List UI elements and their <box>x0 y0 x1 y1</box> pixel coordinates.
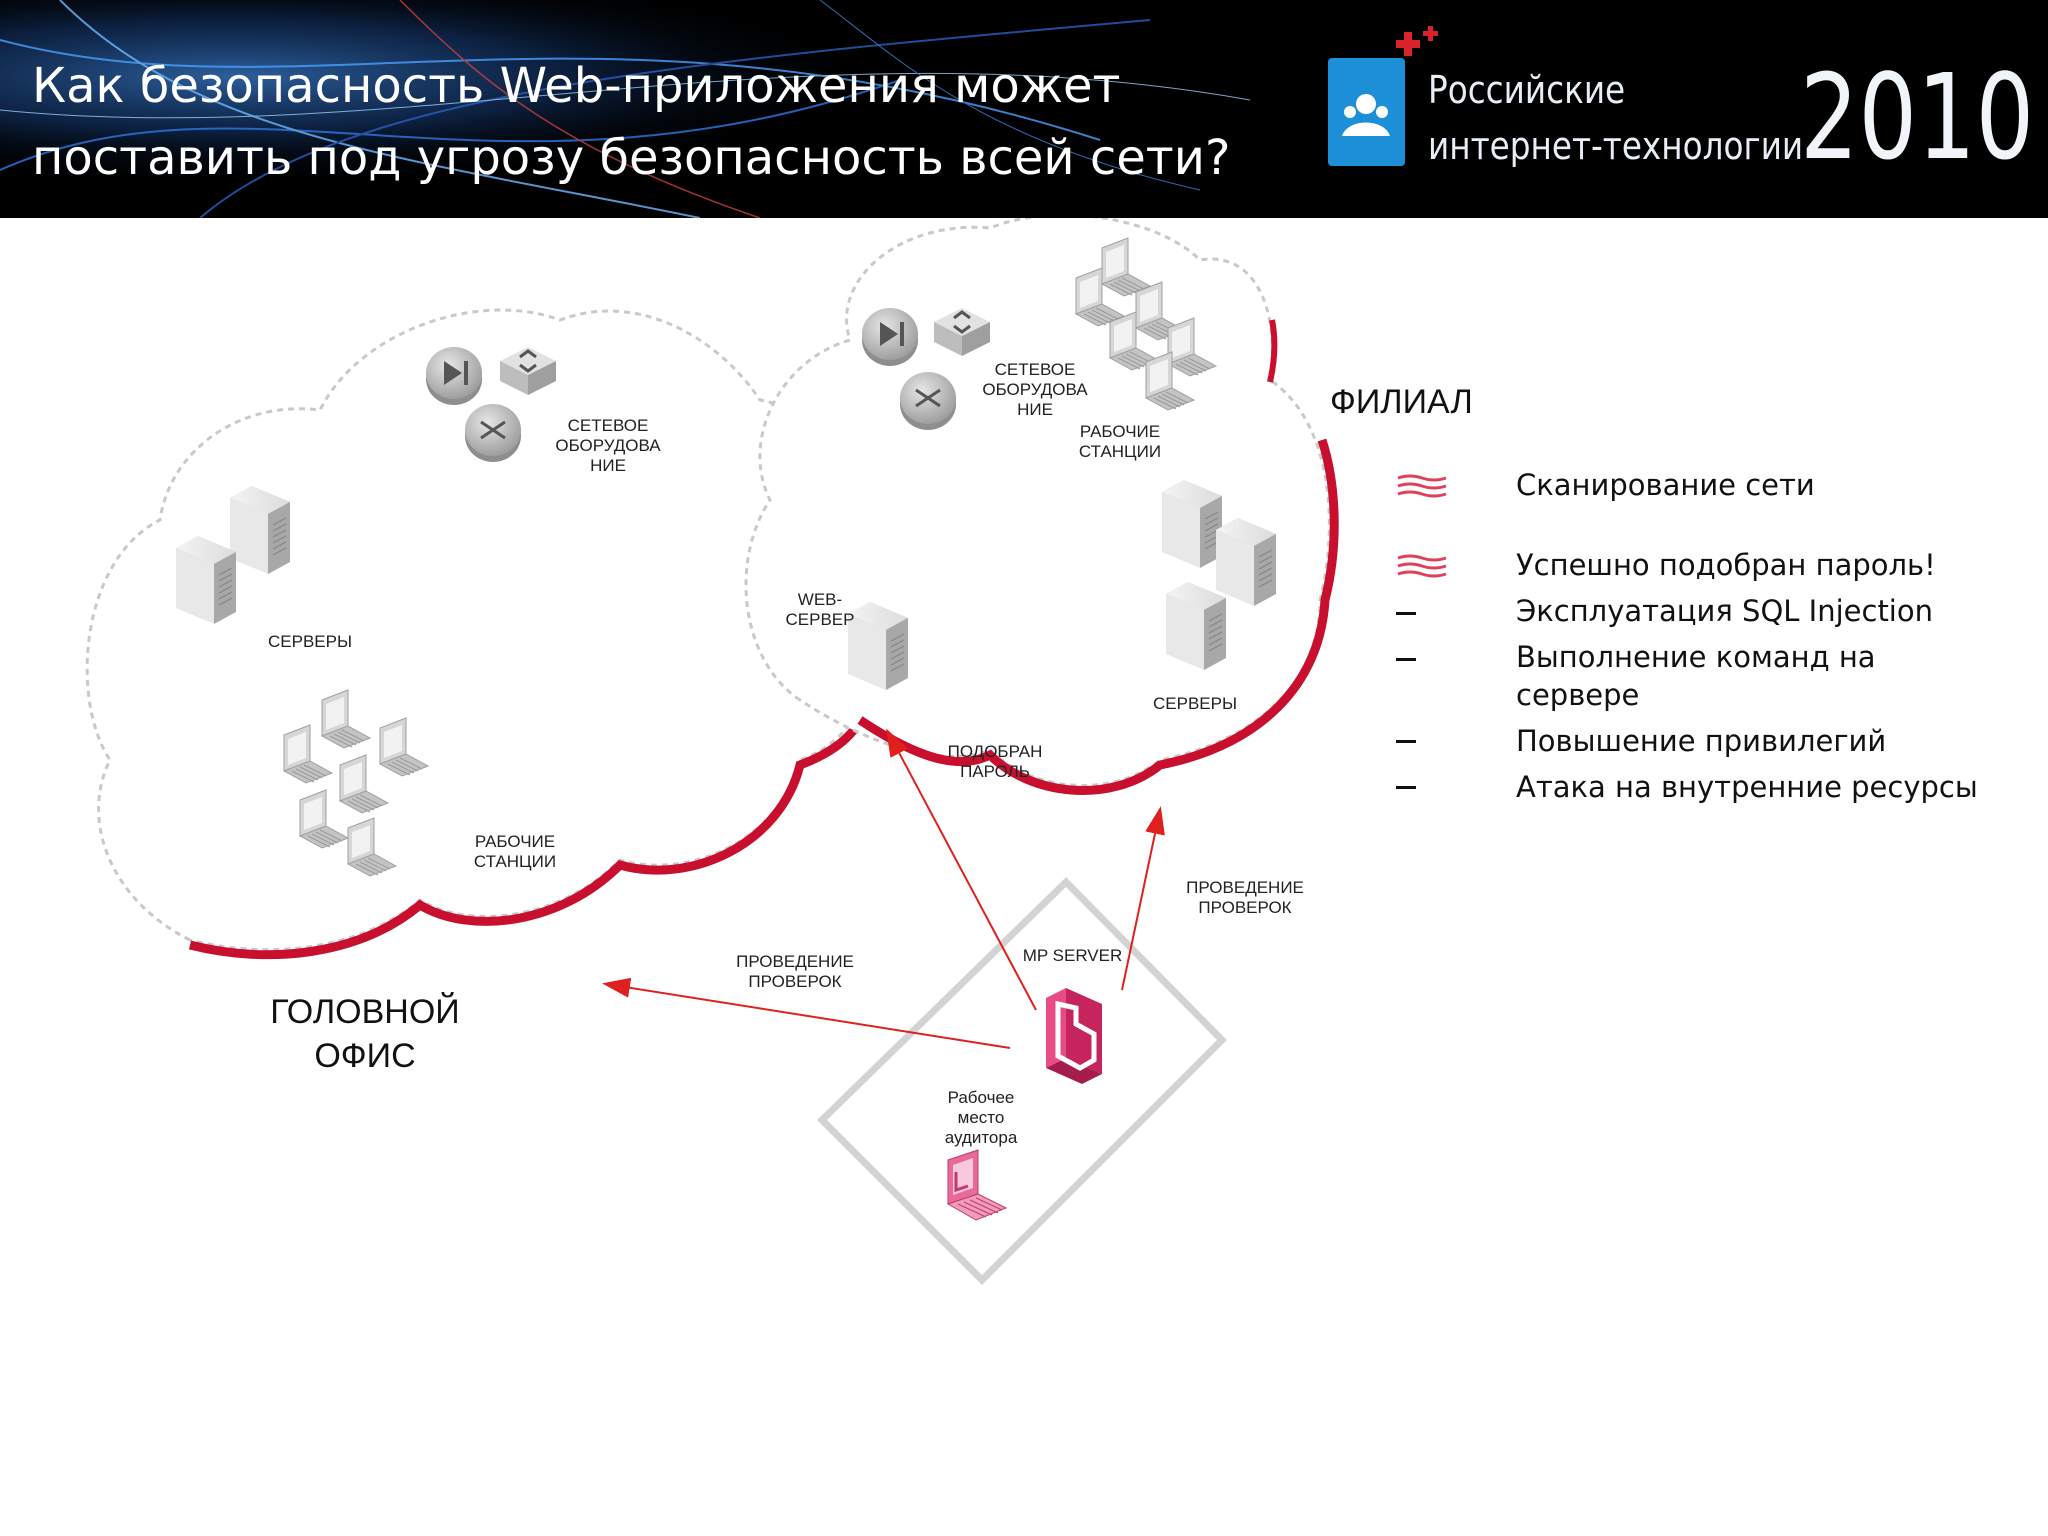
legend-item: Успешно подобран пароль! <box>1516 548 1936 582</box>
scan-wave-icon <box>1397 474 1447 498</box>
title-line-2: поставить под угрозу безопасность всей с… <box>32 130 1231 186</box>
head-office-workstations-label: РАБОЧИЕ СТАНЦИИ <box>473 832 557 871</box>
brand-line-2: интернет-технологии <box>1428 124 1804 168</box>
dash-icon <box>1396 786 1416 789</box>
conference-logo-icon <box>1328 58 1405 166</box>
legend-item: Сканирование сети <box>1516 468 1815 502</box>
mp-server-icon <box>1046 988 1102 1084</box>
checks-label-right: ПРОВЕДЕНИЕ ПРОВЕРОК <box>1186 878 1304 917</box>
arrow-to-head-office <box>602 977 1011 1049</box>
legend-item: Эксплуатация SQL Injection <box>1516 594 1933 628</box>
server-icon <box>1165 581 1227 671</box>
router-icon <box>900 372 956 430</box>
dash-icon <box>1396 658 1416 661</box>
router-icon <box>465 404 521 462</box>
arrow-to-web-server <box>886 728 1037 1011</box>
banner-background <box>0 0 2048 218</box>
router-icon <box>426 347 482 405</box>
dash-icon <box>1396 612 1416 615</box>
head-office-network-equipment <box>426 347 556 462</box>
auditor-workstation-label: Рабочее место аудитора <box>944 1088 1018 1147</box>
legend-item: сервере <box>1516 678 1640 712</box>
year-label: 2010 <box>1800 48 2035 186</box>
mp-server-label: MP SERVER <box>1022 946 1123 965</box>
password-wave-icon <box>1397 554 1447 578</box>
branch-servers-label: СЕРВЕРЫ <box>1152 694 1238 713</box>
title-line-1: Как безопасность Web-приложения может <box>32 58 1121 114</box>
checks-label-left: ПРОВЕДЕНИЕ ПРОВЕРОК <box>736 952 854 991</box>
server-icon <box>175 535 237 625</box>
legend-item: Повышение привилегий <box>1516 724 1887 758</box>
switch-icon <box>934 308 990 356</box>
page-title: Как безопасность Web-приложения может по… <box>32 50 1272 194</box>
brand-name: Российские интернет-технологии <box>1428 62 1803 174</box>
brand-line-1: Российские <box>1428 68 1626 112</box>
branch-network-label: СЕТЕВОЕ ОБОРУДОВА НИЕ <box>982 360 1088 419</box>
network-diagram <box>85 218 1339 1285</box>
server-icon <box>1161 479 1223 569</box>
arrow-to-branch <box>1121 806 1165 991</box>
legend-item: Атака на внутренние ресурсы <box>1516 770 1978 804</box>
branch-workstations-label: РАБОЧИЕ СТАНЦИИ <box>1078 422 1162 461</box>
header-banner: Как безопасность Web-приложения может по… <box>0 0 2048 218</box>
branch-network-equipment <box>862 308 990 430</box>
attack-arrows <box>602 728 1165 1049</box>
password-found-label: ПОДОБРАН ПАРОЛЬ <box>947 742 1043 781</box>
server-icon <box>229 485 291 575</box>
legend-item: Выполнение команд на <box>1516 640 1876 674</box>
auditor-zone <box>817 877 1227 1285</box>
head-office-network-label: СЕТЕВОЕ ОБОРУДОВА НИЕ <box>555 416 661 475</box>
branch-title: ФИЛИАЛ <box>1330 383 1473 421</box>
auditor-workstation-icon <box>946 1149 1008 1221</box>
head-office-servers-label: СЕРВЕРЫ <box>267 632 353 651</box>
router-icon <box>862 308 918 366</box>
head-office-title: ГОЛОВНОЙ ОФИС <box>270 993 460 1075</box>
plus-plus-icon <box>1396 26 1438 56</box>
server-icon <box>1215 517 1277 607</box>
head-office-cloud <box>85 308 878 960</box>
switch-icon <box>500 347 556 395</box>
dash-icon <box>1396 740 1416 743</box>
web-server-label: WEB- СЕРВЕР <box>785 590 855 629</box>
